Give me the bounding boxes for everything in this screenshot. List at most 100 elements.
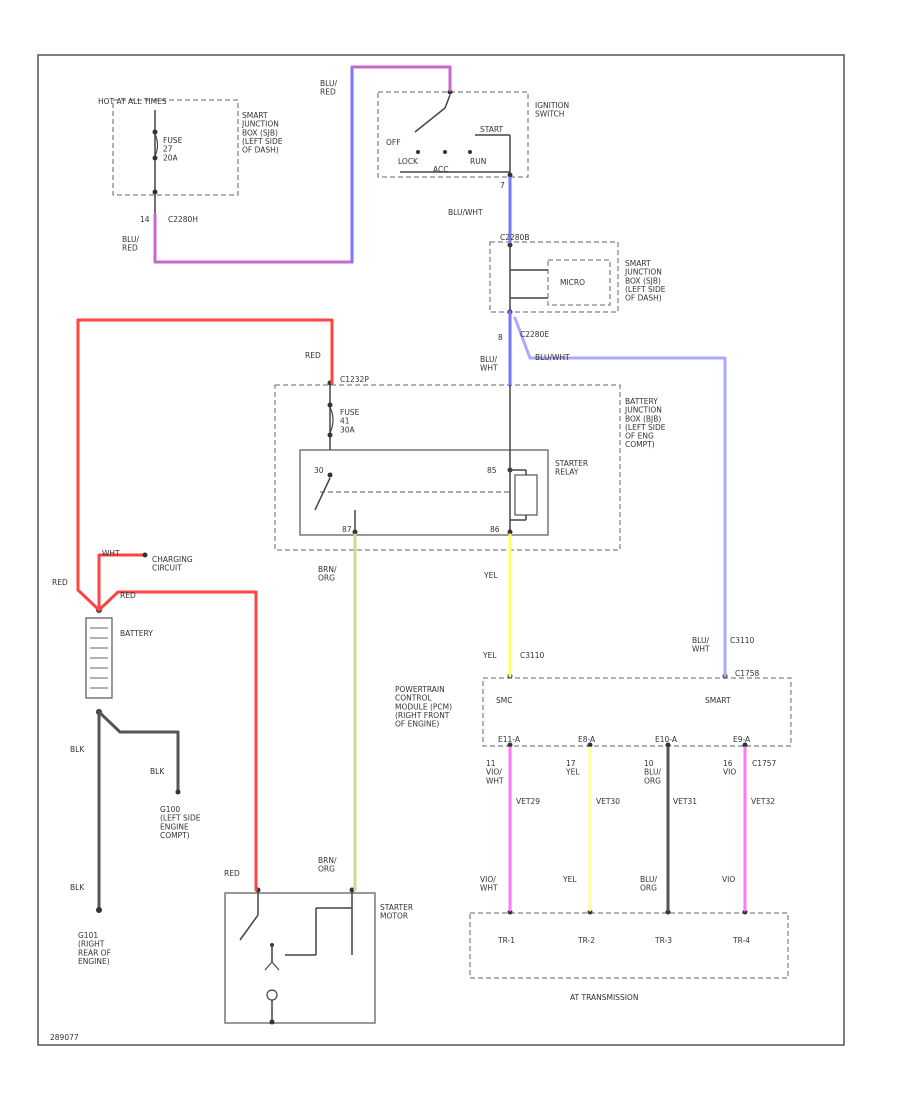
label-battery: BATTERY <box>120 629 153 638</box>
label-yel-1: YEL <box>483 571 498 580</box>
transmission-box <box>469 912 789 979</box>
micro-box <box>547 259 611 306</box>
wire-blu-red-lower <box>153 213 354 264</box>
wire-blk-g100 <box>97 710 180 792</box>
label-yel-4: YEL <box>562 875 577 884</box>
fuse-27-symbol <box>154 133 159 157</box>
label-blk-1: BLK <box>70 745 85 754</box>
label-blk-3: BLK <box>70 883 85 892</box>
label-tr4: TR-4 <box>732 936 750 945</box>
wire-blu-red-upper <box>350 65 452 92</box>
label-c3110: C3110 <box>730 636 755 645</box>
label-blu-red-1: BLU/RED <box>122 235 139 253</box>
label-pin-7: 7 <box>500 181 505 190</box>
label-vet32: VET32 <box>751 797 775 806</box>
label-blu-wht-4: BLU/WHT <box>692 636 710 654</box>
label-micro: MICRO <box>560 278 585 287</box>
label-tr3: TR-3 <box>654 936 672 945</box>
bjb-box <box>274 384 621 551</box>
label-blu-org-2: BLU/ORG <box>640 875 657 893</box>
label-vio-2: VIO <box>722 875 735 884</box>
label-blu-red-2: BLU/RED <box>320 79 337 97</box>
label-c3110-2: C3110 <box>520 651 545 660</box>
label-yel-2: YEL <box>482 651 497 660</box>
label-smc: SMC <box>496 696 512 705</box>
label-start: START <box>480 125 504 134</box>
label-pin-d: E9-A <box>733 735 751 744</box>
label-pin-b: E8-A <box>578 735 596 744</box>
label-pin-14: 14 <box>140 215 150 224</box>
pcm-box <box>482 677 792 747</box>
label-tr2: TR-2 <box>577 936 595 945</box>
label-off: OFF <box>386 138 401 147</box>
starter-motor-box <box>224 892 376 1024</box>
label-c1758: C1758 <box>735 669 760 678</box>
label-pin-85: 85 <box>487 466 497 475</box>
label-brn-org-1: BRN/ORG <box>318 565 337 583</box>
label-brn-org-2: BRN/ORG <box>318 856 337 874</box>
relay-coil <box>514 474 538 516</box>
battery-symbol <box>85 617 113 699</box>
label-blk-2: BLK <box>150 767 165 776</box>
wire-red-starter <box>97 590 258 892</box>
label-pin-30: 30 <box>314 466 324 475</box>
label-c2280b: C2280B <box>500 233 529 242</box>
label-pin-c: E10-A <box>655 735 678 744</box>
label-red-batt: RED <box>120 591 136 600</box>
starter-relay-box <box>299 449 549 536</box>
sjb-top-box <box>112 99 239 196</box>
sjb-mid-box <box>489 241 619 313</box>
label-run: RUN <box>470 157 486 166</box>
label-figure-id: 289077 <box>50 1033 79 1042</box>
label-smart: SMART <box>705 696 731 705</box>
ignition-switch-box <box>377 91 529 178</box>
label-c2280h: C2280H <box>168 215 198 224</box>
label-pin-87: 87 <box>342 525 352 534</box>
label-red-starter: RED <box>224 869 240 878</box>
wire-red-bjb <box>76 318 334 612</box>
label-vio-wht-2: VIO/WHT <box>480 875 498 893</box>
label-c1232p: C1232P <box>340 375 369 384</box>
wire-blu-wht-pcm <box>513 316 727 678</box>
label-pin-8: 8 <box>498 333 503 342</box>
label-acc: ACC <box>433 165 448 174</box>
fuse-41-symbol <box>329 406 334 434</box>
label-vet30: VET30 <box>596 797 620 806</box>
label-pin-a: E11-A <box>498 735 521 744</box>
wire-wht-charging <box>97 553 147 612</box>
label-blu-wht-2: BLU/WHT <box>480 355 498 373</box>
label-red-left: RED <box>52 578 68 587</box>
label-lock: LOCK <box>398 157 419 166</box>
label-transmission: AT TRANSMISSION <box>570 993 638 1002</box>
label-vet29: VET29 <box>516 797 540 806</box>
starter-motor-symbol <box>266 989 278 1001</box>
label-tr1: TR-1 <box>497 936 515 945</box>
diagram-frame <box>37 54 845 1046</box>
label-c2280e: C2280E <box>520 330 549 339</box>
label-pin-86: 86 <box>490 525 500 534</box>
label-hot-all-times: HOT AT ALL TIMES <box>98 97 167 106</box>
label-blu-wht-1: BLU/WHT <box>448 208 483 217</box>
label-wht: WHT <box>102 549 120 558</box>
label-c1757: C1757 <box>752 759 777 768</box>
label-red-top: RED <box>305 351 321 360</box>
label-blu-wht-3: BLU/WHT <box>535 353 570 362</box>
label-vet31: VET31 <box>673 797 697 806</box>
